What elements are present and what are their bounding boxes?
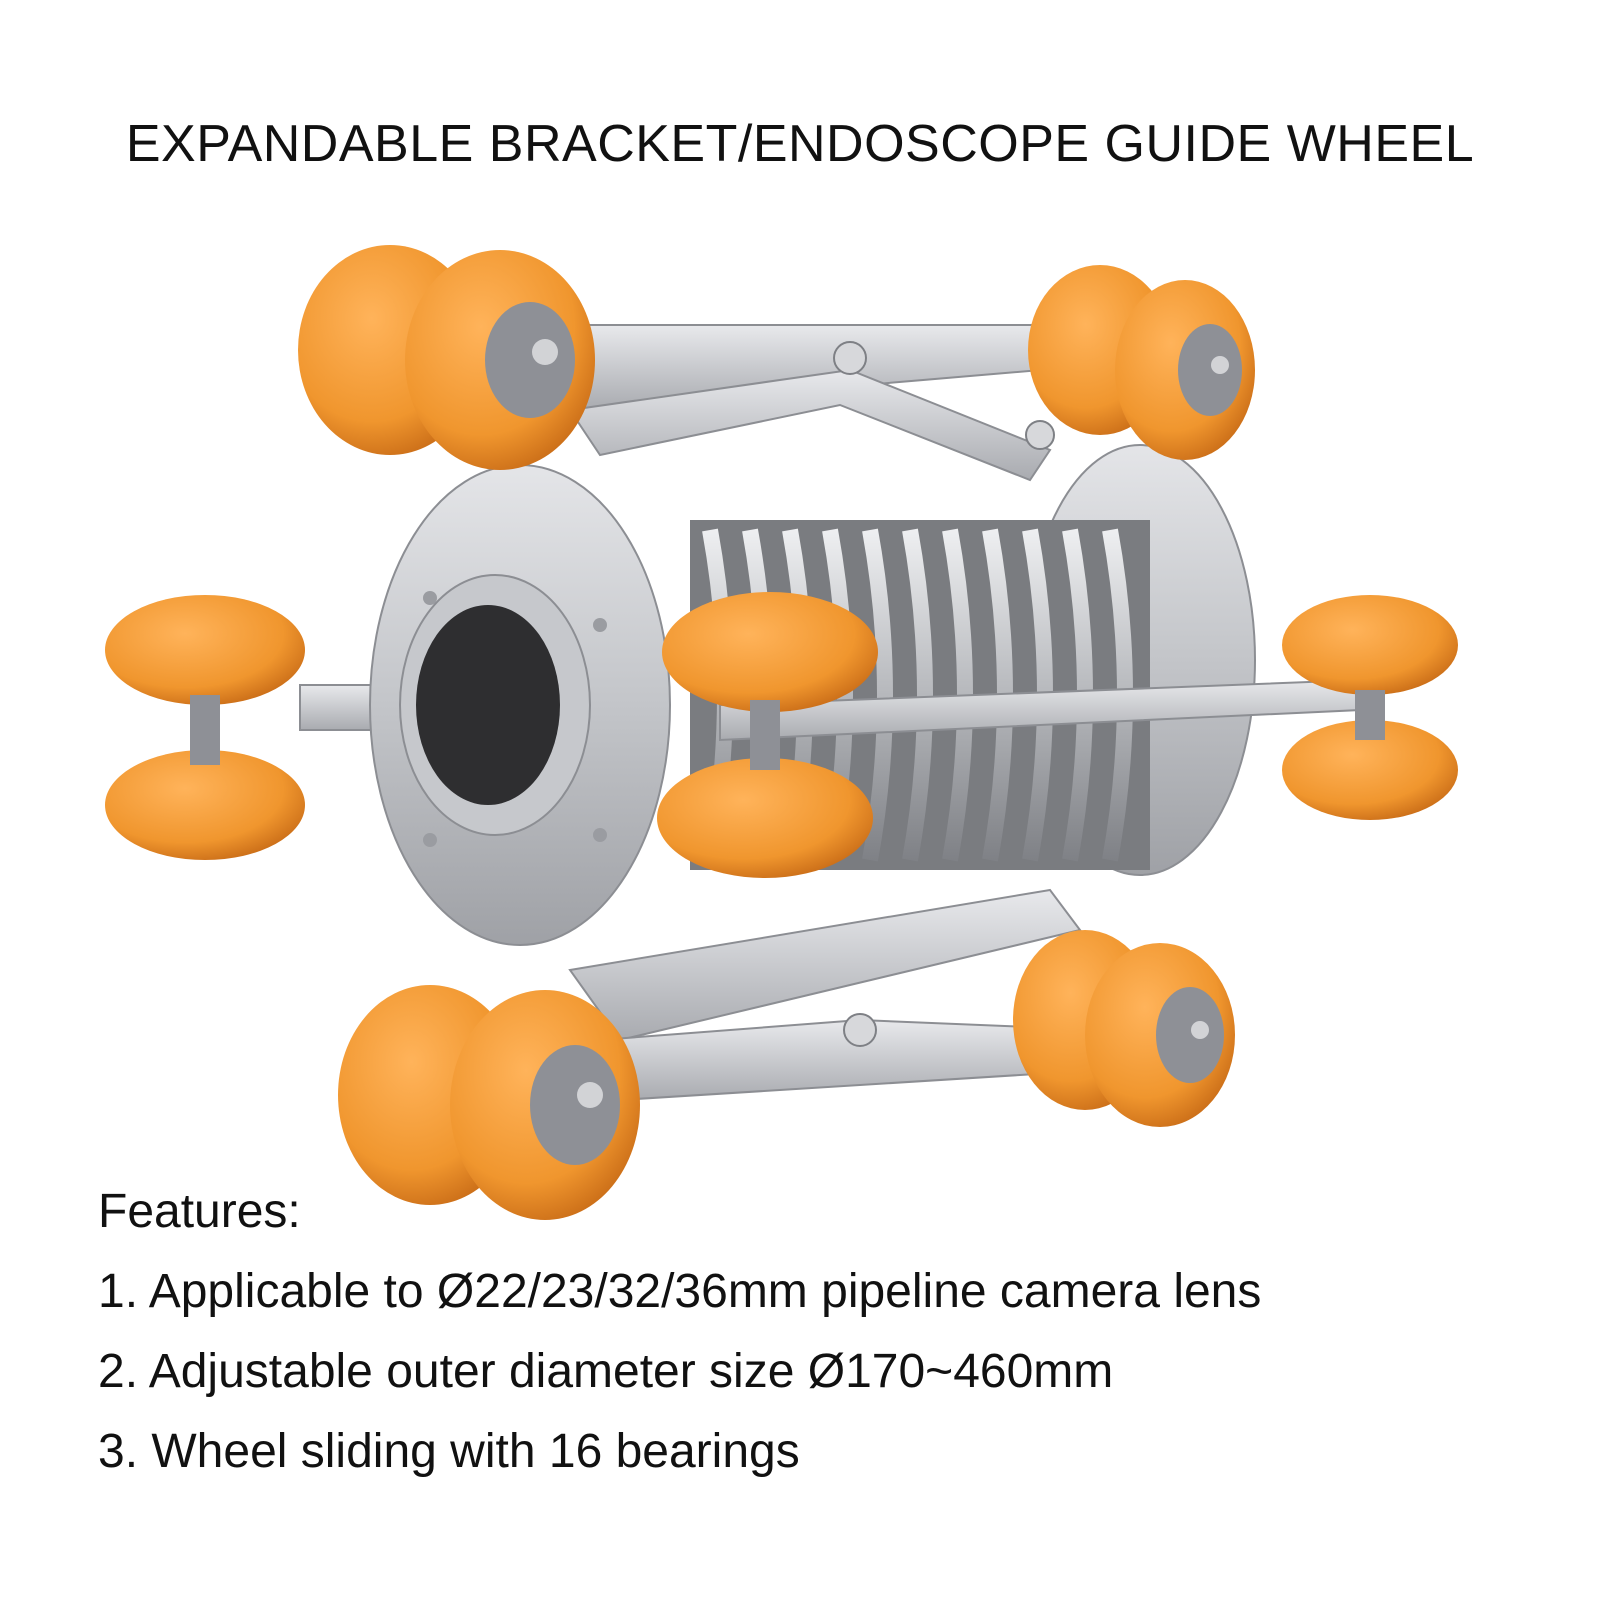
wheel-pair-left: [105, 595, 305, 860]
top-arm-linkage: [528, 324, 1101, 482]
wheel-pair-top-right: [1028, 265, 1255, 460]
feature-item: 1. Applicable to Ø22/23/32/36mm pipeline…: [98, 1265, 1262, 1318]
features-heading: Features:: [98, 1185, 301, 1238]
front-ring: [369, 464, 671, 946]
feature-item: 2. Adjustable outer diameter size Ø170~4…: [98, 1345, 1114, 1398]
wheel-pair-center: [657, 592, 878, 878]
wheel-pair-bottom-right: [1013, 930, 1235, 1127]
lens-bore: [416, 605, 560, 805]
page-title: EXPANDABLE BRACKET/ENDOSCOPE GUIDE WHEEL: [125, 115, 1475, 173]
wheel-pair-top-left: [298, 245, 595, 470]
feature-item: 3. Wheel sliding with 16 bearings: [98, 1425, 800, 1478]
guide-wheel-product-image: [105, 245, 1458, 1220]
wheel-pair-right: [1282, 595, 1458, 820]
wheel-pair-bottom-left: [338, 985, 640, 1220]
